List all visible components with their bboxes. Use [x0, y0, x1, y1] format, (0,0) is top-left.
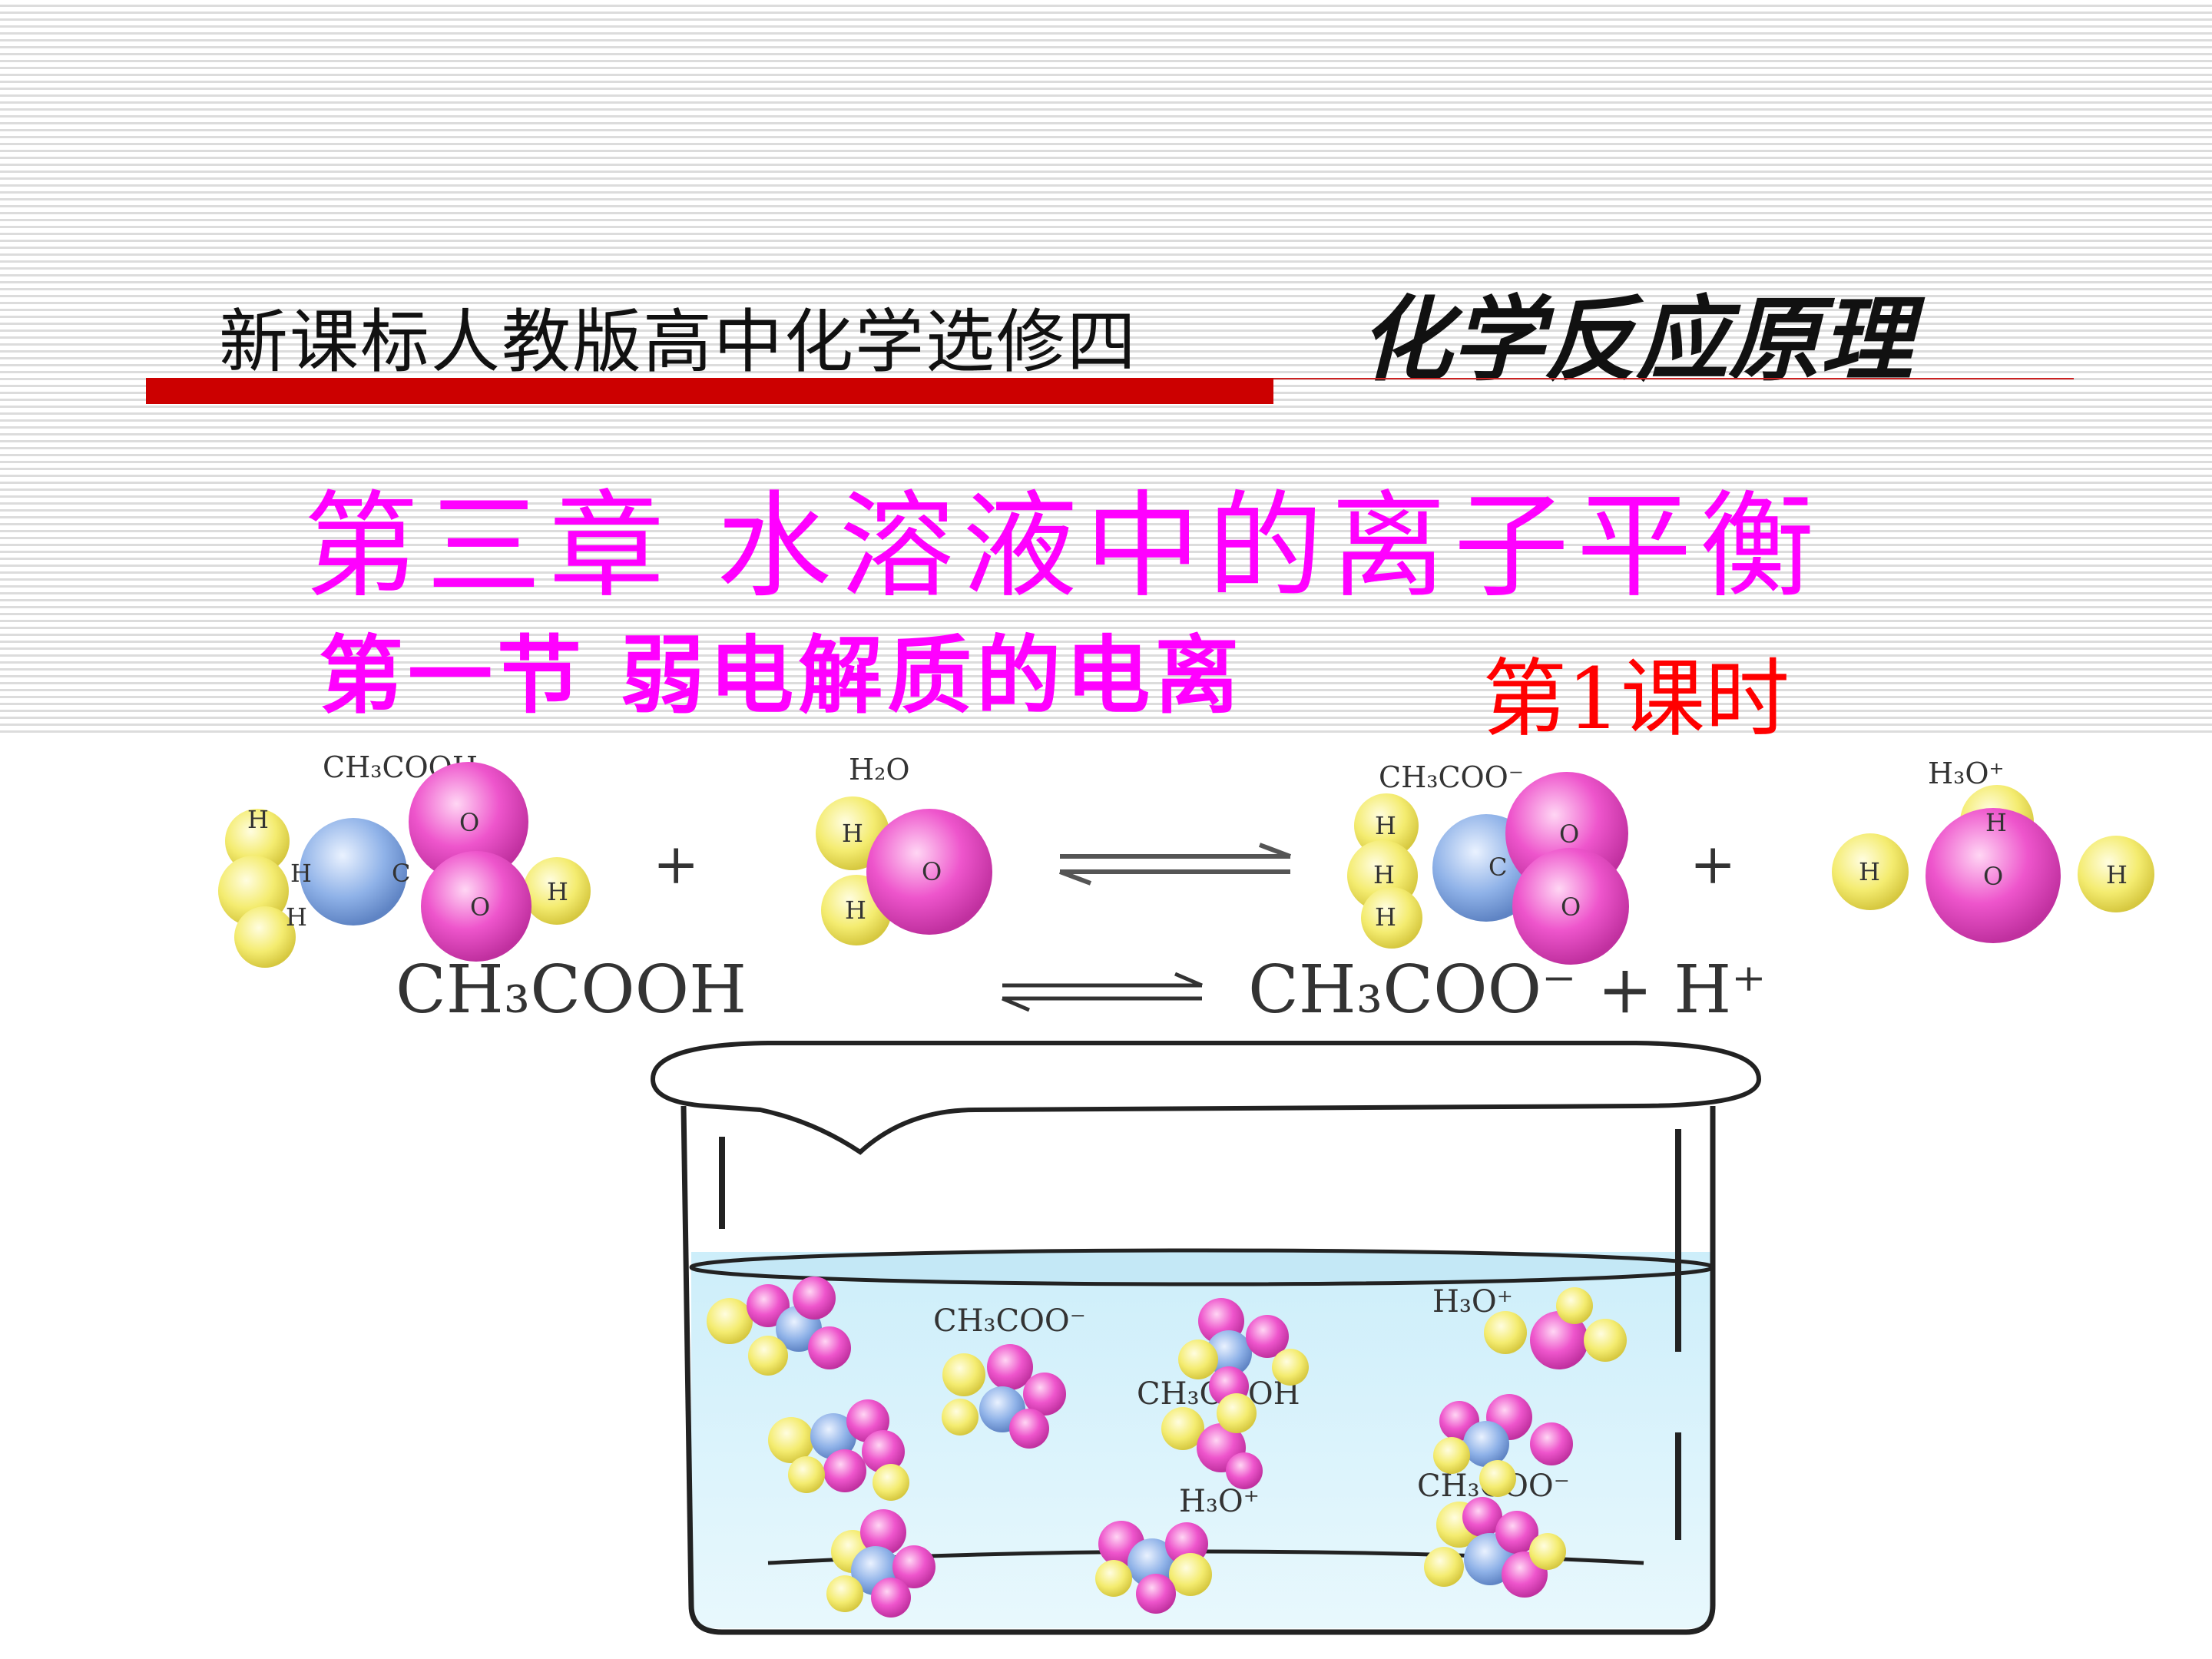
course-title: 新课标人教版高中化学选修四: [219, 302, 1137, 382]
atom-label-o: O: [1561, 892, 1581, 922]
product2-label: H₃O⁺: [1928, 757, 2005, 790]
atom-label-o: O: [922, 857, 942, 886]
molecule-cluster: [826, 1509, 935, 1618]
atom-label-h: H: [547, 877, 568, 906]
molecule-cluster: [1161, 1393, 1263, 1489]
atom-label-h: H: [1859, 857, 1880, 886]
red-underline-bar: [146, 378, 1273, 404]
equilibrium-arrow: [1058, 843, 1292, 886]
atom-label-h: H: [286, 902, 307, 932]
atom-label-h: H: [842, 819, 863, 848]
oxygen-atom: [409, 762, 528, 882]
plus-sign: +: [653, 832, 699, 896]
hydrogen-atom: [1361, 887, 1422, 949]
beaker-label-acetate: CH₃COO⁻: [933, 1303, 1086, 1339]
atom-label-c: C: [1488, 853, 1507, 882]
beaker-rim: [650, 1041, 1762, 1155]
atom-label-h: H: [247, 805, 269, 834]
lesson-label: 第1课时: [1482, 650, 1790, 748]
hydrogen-atom: [1354, 793, 1419, 858]
molecule-cluster: [707, 1277, 851, 1376]
product1-label: CH₃COO⁻: [1379, 760, 1524, 794]
oxygen-atom: [866, 809, 992, 935]
thin-underline: [1273, 378, 2074, 379]
hydrogen-atom: [234, 906, 296, 968]
atom-label-h: H: [1375, 811, 1396, 840]
course-highlight-title: 化学反应原理: [1359, 287, 1912, 394]
beaker-label-hydronium: H₃O⁺: [1179, 1484, 1260, 1519]
molecule-cluster: [1433, 1394, 1573, 1497]
atom-label-o: O: [459, 808, 479, 837]
plus-sign: +: [1690, 832, 1736, 896]
equation-arrow: [1002, 972, 1203, 1012]
hydrogen-atom: [523, 857, 591, 925]
atom-label-h: H: [1985, 808, 2007, 837]
oxygen-atom: [421, 851, 531, 962]
atom-label-h: H: [290, 859, 312, 888]
atom-label-h: H: [1375, 902, 1396, 932]
hydrogen-atom: [225, 809, 290, 873]
molecule-cluster: [1095, 1521, 1212, 1614]
water-surface: [689, 1248, 1715, 1286]
section-title: 第一节 弱电解质的电离: [319, 627, 1244, 725]
atom-label-o: O: [1983, 862, 2003, 891]
striped-background: [0, 0, 2212, 733]
molecule-cluster: [1424, 1497, 1566, 1598]
molecule-cluster: [1484, 1287, 1627, 1369]
atom-label-c: C: [392, 859, 410, 888]
molecule-cluster: [1178, 1298, 1309, 1406]
reactant2-label: H₂O: [849, 753, 910, 786]
molecule-cluster: [942, 1344, 1066, 1449]
oxygen-atom: [1512, 848, 1629, 965]
atom-label-o: O: [1559, 820, 1579, 849]
molecule-cluster: [768, 1399, 909, 1501]
atom-label-h: H: [845, 896, 866, 925]
atom-label-o: O: [470, 892, 490, 922]
carbon-atom: [300, 818, 407, 926]
acetate-ion-molecule: CH₃COO⁻ H H H C O O: [1347, 760, 1629, 965]
atom-label-h: H: [2106, 860, 2128, 889]
hydrogen-atom: [2078, 836, 2154, 912]
equation-left: CH₃COOH: [396, 952, 747, 1028]
oxygen-atom: [1926, 808, 2061, 943]
equation-right: CH₃COO⁻ + H⁺: [1248, 952, 1767, 1028]
atom-label-h: H: [1373, 860, 1395, 889]
acetic-acid-molecule: CH₃COOH H H H C O O H: [218, 750, 591, 968]
water-molecule: H₂O H H O: [816, 753, 992, 945]
hydronium-ion-molecule: H₃O⁺ H H O H: [1832, 757, 2154, 943]
chapter-title: 第三章 水溶液中的离子平衡: [303, 480, 1823, 614]
hydrogen-atom: [1832, 833, 1909, 910]
